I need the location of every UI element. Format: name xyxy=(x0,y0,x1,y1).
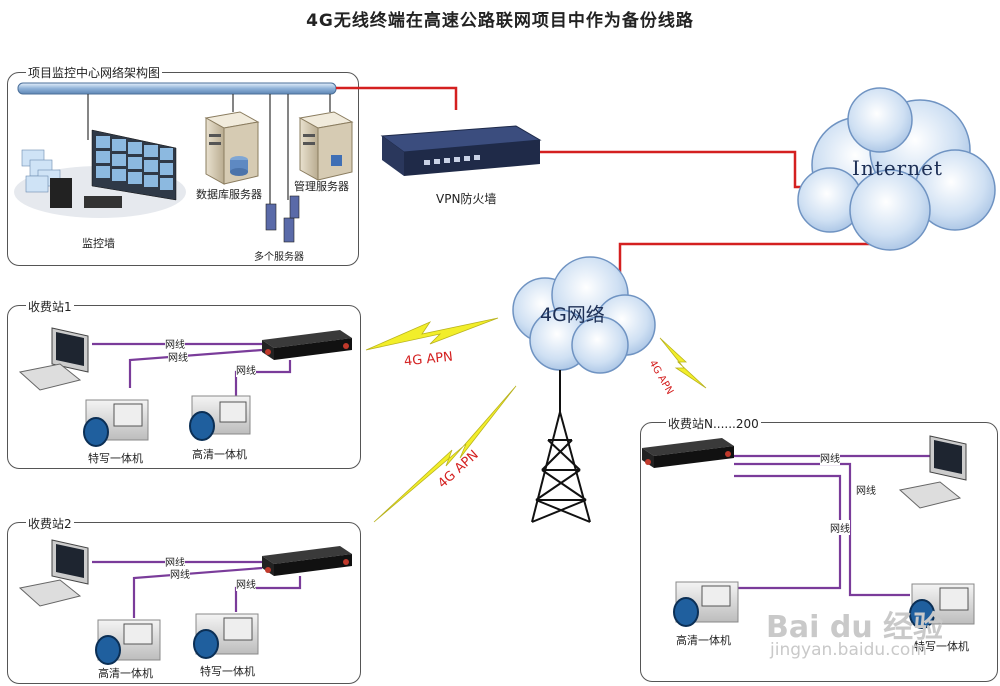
database-server-icon xyxy=(204,111,260,185)
vpn-firewall-label: VPN防火墙 xyxy=(436,192,497,206)
station1-closeup-camera-icon xyxy=(83,399,149,447)
station1-hd-camera-icon xyxy=(189,395,251,441)
backbone-bus xyxy=(17,82,337,95)
station2-pc-icon xyxy=(18,539,89,607)
stationN-cable-label-2: 网线 xyxy=(856,482,876,497)
station2-panel xyxy=(7,522,361,684)
lightning-icon-3 xyxy=(659,337,707,389)
station1-router-icon xyxy=(262,330,352,360)
station1-cable-label-2: 网线 xyxy=(168,349,188,364)
backbone-drops xyxy=(87,94,331,210)
multi-server-label: 多个服务器 xyxy=(254,252,304,263)
station2-cable-label-3: 网线 xyxy=(236,576,256,591)
stationN-closeup-camera-label: 特写一体机 xyxy=(914,640,969,653)
lightning-icon-1 xyxy=(365,317,499,351)
station2-hd-camera-icon xyxy=(95,619,161,665)
station1-cable-label-3: 网线 xyxy=(236,362,256,377)
stationN-router-icon xyxy=(642,438,734,468)
multi-server-icon xyxy=(265,195,300,243)
operator-tower xyxy=(50,178,72,208)
database-server-label: 数据库服务器 xyxy=(196,188,262,201)
4g-network-cloud-icon xyxy=(512,256,656,374)
station2-cable-label-1: 网线 xyxy=(165,554,185,569)
wan-lines xyxy=(336,86,880,275)
management-server-icon xyxy=(298,111,354,181)
station2-router-icon xyxy=(262,546,352,576)
video-wall-label: 监控墙 xyxy=(82,237,115,250)
stationN-cable-label-1: 网线 xyxy=(820,450,840,465)
internet-cloud-icon xyxy=(797,87,996,251)
page-title: 4G无线终端在高速公路联网项目中作为备份线路 xyxy=(306,11,694,31)
baidu-watermark-logo: Bai du 经验 xyxy=(766,610,944,645)
baidu-watermark-url: jingyan.baidu.com xyxy=(770,640,927,660)
station2-closeup-camera-label: 特写一体机 xyxy=(200,665,255,678)
station2-hd-camera-label: 高清一体机 xyxy=(98,667,153,680)
station1-pc-icon xyxy=(18,327,89,391)
stationN-label: 收费站N......200 xyxy=(666,415,761,432)
station1-label: 收费站1 xyxy=(26,298,74,315)
lightning-icon-2 xyxy=(373,385,517,523)
station1-closeup-camera-label: 特写一体机 xyxy=(88,452,143,465)
4g-network-label: 4G网络 xyxy=(540,304,605,326)
stationN-hd-camera-icon xyxy=(673,581,739,627)
cell-tower-icon xyxy=(531,370,591,523)
station2-label: 收费站2 xyxy=(26,515,74,532)
internet-label: Internet xyxy=(852,156,943,180)
stationN-hd-camera-label: 高清一体机 xyxy=(676,634,731,647)
monitoring-center-label: 项目监控中心网络架构图 xyxy=(26,64,163,81)
stationN-closeup-camera-icon xyxy=(909,583,975,629)
station1-hd-camera-label: 高清一体机 xyxy=(192,448,247,461)
stationN-cable-label-3: 网线 xyxy=(830,520,850,535)
video-wall-icon xyxy=(14,129,186,218)
station1-cable-label-1: 网线 xyxy=(165,336,185,351)
stationN-pc-icon xyxy=(898,435,967,509)
vpn-firewall-icon xyxy=(380,125,542,176)
management-server-label: 管理服务器 xyxy=(294,180,349,193)
station2-cable-label-2: 网线 xyxy=(170,566,190,581)
station2-closeup-camera-icon xyxy=(193,613,259,659)
station1-lan-lines xyxy=(92,342,292,402)
